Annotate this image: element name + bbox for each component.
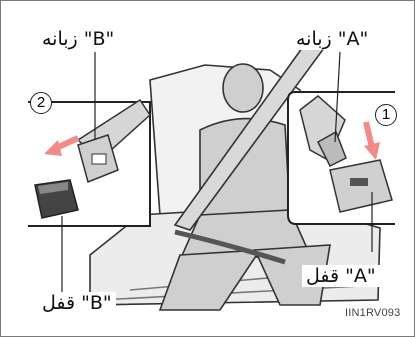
label-buckle-b: قفل "B" — [38, 292, 116, 314]
inset-step-2 — [28, 100, 150, 226]
label-tongue-b: زبانه "B" — [38, 28, 118, 50]
step-2-circle: 2 — [30, 92, 52, 114]
step-1-number: 1 — [382, 106, 390, 123]
step-2-number: 2 — [37, 94, 45, 111]
label-tongue-a: زبانه "A" — [292, 28, 372, 50]
step-1-circle: 1 — [375, 104, 397, 126]
label-buckle-a: قفل "A" — [302, 265, 380, 287]
image-code: IIN1RV093 — [345, 307, 400, 319]
